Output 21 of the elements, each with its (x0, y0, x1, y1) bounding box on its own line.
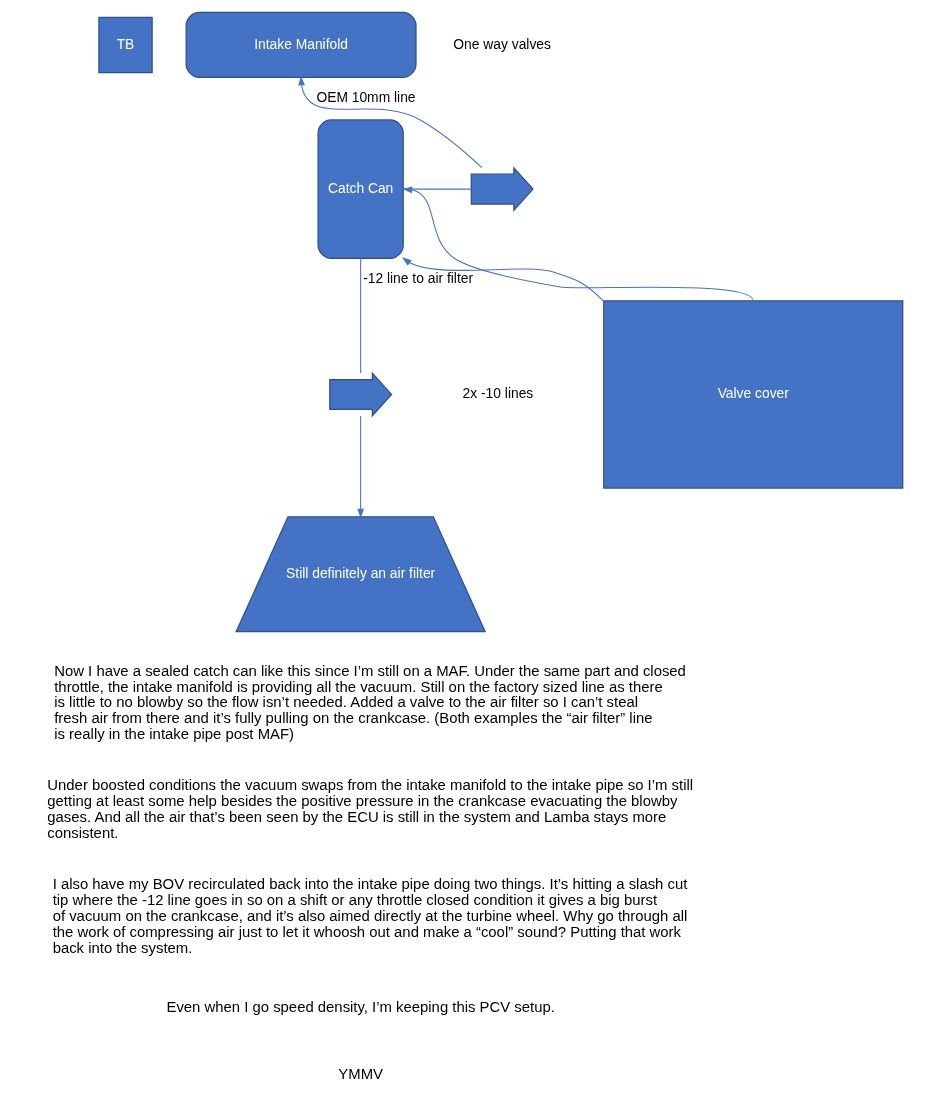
label: I also have my BOV recirculated back into the intake pipe doing two things. It’s hitting a slash cut tip where the -12 line goes in so on a shift or any throttle closed condition it gives a big burst of vacuum on the crankcase, and it’s also aimed directly at the turbine wheel. Why go through all the work of compressing air just to let it whoosh out and make a “cool” sound? Putting that work back into the system. (52, 876, 688, 957)
node-box: Intake Manifold (185, 11, 417, 78)
label: YMMV (338, 1066, 383, 1083)
connector (402, 188, 472, 190)
arrow (298, 75, 483, 169)
label: Even when I go speed density, I’m keeping this PCV setup. (166, 999, 555, 1016)
edge-label: OEM 10mm line (316, 89, 416, 106)
node-box: TB (98, 16, 153, 74)
arrow (401, 257, 604, 302)
node-box: Valve cover (603, 300, 904, 489)
arrow (357, 415, 364, 519)
edge-label: -12 line to air filter (363, 270, 474, 287)
node-arrow (329, 371, 393, 418)
arrow (402, 186, 754, 302)
connector (360, 257, 362, 374)
label: Now I have a sealed catch can like this since I’m still on a MAF. Under the same part and closed throttle, the intake manifold is providing all the vacuum. Still on the factory sized line as there is little to no blowby so the flow isn’t needed. Added a valve to the air filter so I can’t steal fresh air from there and it’s fully pulling on the crankcase. (Both examples the “air filter” line is really in the intake pipe post MAF) (54, 662, 686, 743)
label: 2x -10 lines (462, 385, 534, 402)
label: One way valves (453, 35, 551, 52)
node-box: Catch Can (317, 119, 404, 259)
label: Under boosted conditions the vacuum swaps from the intake manifold to the intake pipe so I’m still getting at least some help besides the positive pressure in the crankcase evacuating the blowby gases. And all the air that’s been seen by the ECU is still in the system and Lamba stays more consistent. (47, 777, 694, 842)
node-arrow (470, 166, 534, 213)
